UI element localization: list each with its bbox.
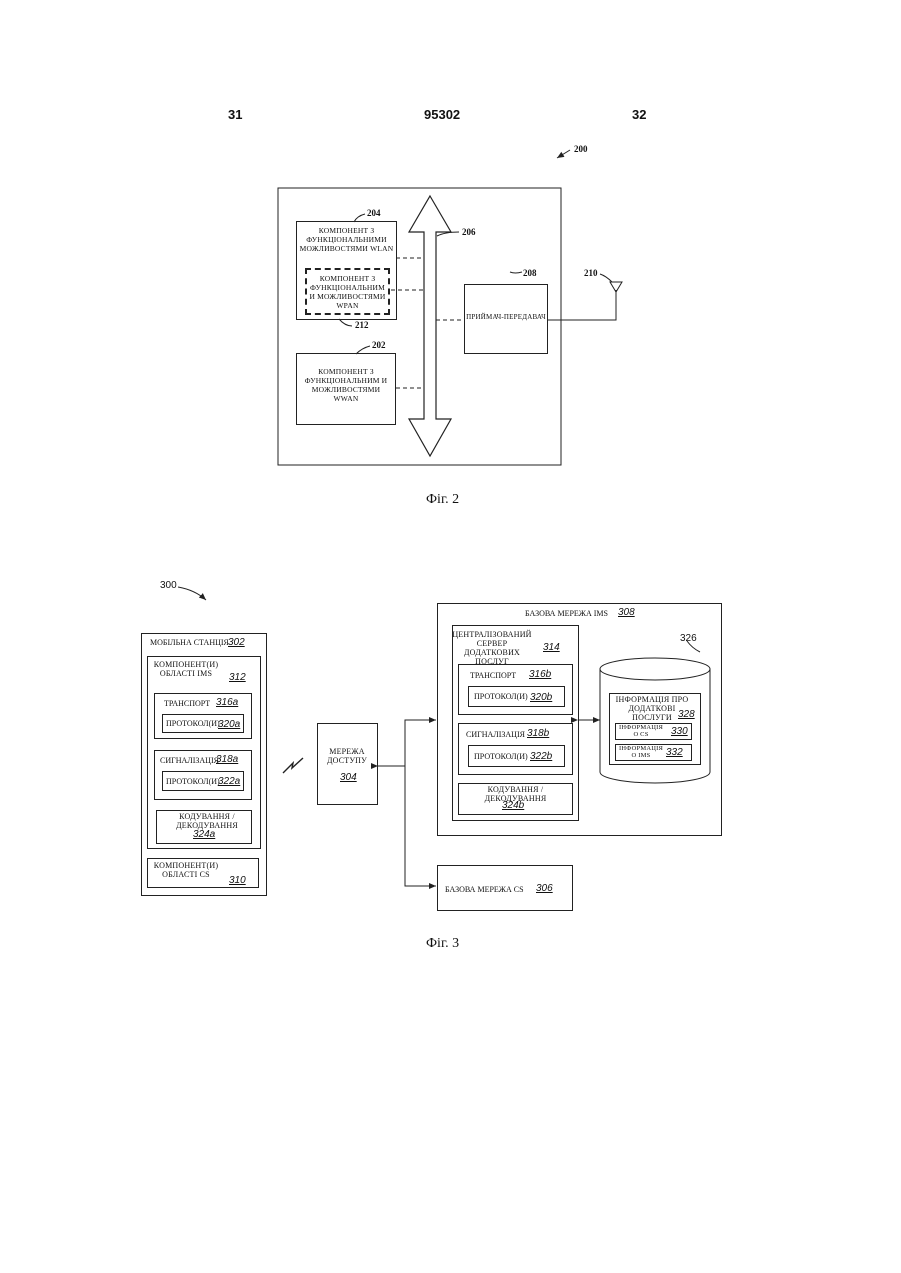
access-network-label: МЕРЕЖА ДОСТУПУ: [322, 747, 372, 765]
ref-202: 202: [372, 340, 386, 350]
wwan-component-label: КОМПОНЕНТ З ФУНКЦІОНАЛЬНИМ И МОЖЛИВОСТЯМ…: [299, 367, 393, 403]
cs-components-label: КОМПОНЕНТ(И) ОБЛАСТІ CS: [151, 861, 221, 879]
ref-204: 204: [367, 208, 381, 218]
mobile-station-ref: 302: [228, 637, 245, 648]
service-info-ref: 328: [678, 709, 695, 720]
transport-a-label: ТРАНСПОРТ: [164, 699, 210, 708]
bus-arrow: [409, 196, 451, 456]
protocol-322a-ref: 322a: [218, 776, 240, 787]
ref-210: 210: [584, 268, 598, 278]
server-ref: 314: [543, 642, 560, 653]
signaling-b-ref: 318b: [527, 728, 549, 739]
signaling-a-label: СИГНАЛІЗАЦІЯ: [160, 756, 219, 765]
codec-a-label: КОДУВАННЯ / ДЕКОДУВАННЯ: [176, 812, 238, 830]
transceiver-box: ПРИЙМАЧ-ПЕРЕДАВАЧ: [464, 284, 548, 354]
database-ref: 326: [680, 633, 697, 644]
ims-components-ref: 312: [229, 672, 246, 683]
codec-b-ref: 324b: [502, 800, 524, 811]
signaling-a-ref: 318a: [216, 754, 238, 765]
figure-2-caption: Фіг. 2: [426, 492, 459, 508]
transport-a-ref: 316a: [216, 697, 238, 708]
ref-200: 200: [574, 144, 588, 154]
transport-b-label: ТРАНСПОРТ: [470, 671, 516, 680]
wwan-component-box: КОМПОНЕНТ З ФУНКЦІОНАЛЬНИМ И МОЖЛИВОСТЯМ…: [296, 353, 396, 425]
protocol-320a-label: ПРОТОКОЛ(И): [166, 719, 220, 728]
cs-core-label: БАЗОВА МЕРЕЖА CS: [445, 885, 524, 894]
protocol-322b-ref: 322b: [530, 751, 552, 762]
ims-core-ref: 308: [618, 607, 635, 618]
wireless-link-symbol: [283, 758, 303, 773]
ims-info-label: ІНФОРМАЦІЯ О IMS: [618, 745, 664, 759]
protocol-320a-ref: 320a: [218, 719, 240, 730]
ref-206: 206: [462, 227, 476, 237]
mobile-station-label: МОБІЛЬНА СТАНЦІЯ: [150, 638, 229, 647]
ims-core-label: БАЗОВА МЕРЕЖА IMS: [525, 609, 608, 618]
wpan-component-label: КОМПОНЕНТ З ФУНКЦІОНАЛЬНИМ И МОЖЛИВОСТЯМ…: [308, 274, 387, 310]
figure-3-caption: Фіг. 3: [426, 936, 459, 952]
protocol-320b-label: ПРОТОКОЛ(И): [474, 692, 528, 701]
wpan-component-box: КОМПОНЕНТ З ФУНКЦІОНАЛЬНИМ И МОЖЛИВОСТЯМ…: [305, 268, 390, 315]
ref-300: 300: [160, 580, 177, 591]
ims-info-ref: 332: [666, 747, 683, 758]
cs-core-ref: 306: [536, 883, 553, 894]
wlan-component-label: КОМПОНЕНТ З ФУНКЦІОНАЛЬНИМИ МОЖЛИВОСТЯМИ…: [299, 226, 394, 253]
protocol-320b-ref: 320b: [530, 692, 552, 703]
ref-208: 208: [523, 268, 537, 278]
access-network-ref: 304: [340, 772, 357, 783]
protocol-322b-label: ПРОТОКОЛ(И): [474, 752, 528, 761]
cs-info-label: ІНФОРМАЦІЯ О CS: [618, 724, 664, 738]
protocol-322a-label: ПРОТОКОЛ(И): [166, 777, 220, 786]
transceiver-label: ПРИЙМАЧ-ПЕРЕДАВАЧ: [465, 313, 547, 322]
server-label: ЦЕНТРАЛІЗОВАНИЙ СЕРВЕР ДОДАТКОВИХ ПОСЛУГ: [452, 630, 532, 666]
transport-b-ref: 316b: [529, 669, 551, 680]
ref-212: 212: [355, 320, 369, 330]
signaling-b-label: СИГНАЛІЗАЦІЯ: [466, 730, 525, 739]
cs-info-ref: 330: [671, 726, 688, 737]
codec-a-ref: 324a: [193, 829, 215, 840]
cs-components-ref: 310: [229, 875, 246, 886]
ims-components-label: КОМПОНЕНТ(И) ОБЛАСТІ IMS: [151, 660, 221, 678]
